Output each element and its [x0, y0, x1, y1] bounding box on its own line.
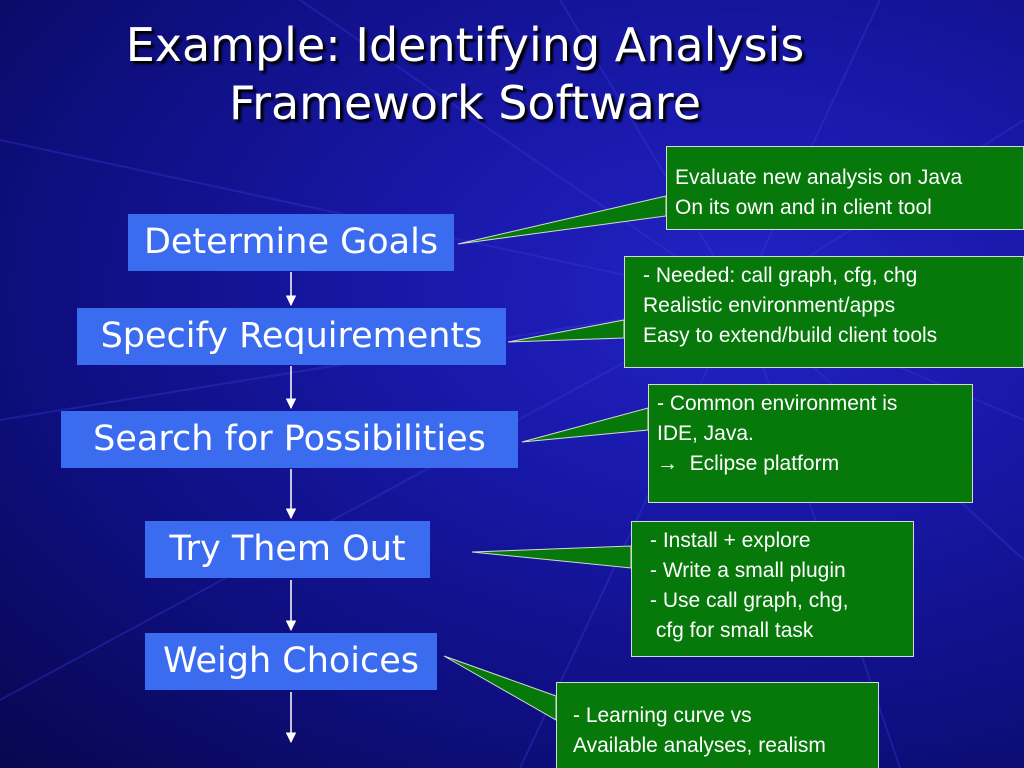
callout-try-out-line-2: - Write a small plugin: [650, 559, 846, 582]
callout-goals: Evaluate new analysis on Java On its own…: [666, 146, 1024, 230]
callout-try-out: - Install + explore - Write a small plug…: [631, 521, 914, 657]
step-search-for-possibilities: Search for Possibilities: [61, 411, 518, 468]
callout-requirements: - Needed: call graph, cfg, chg Realistic…: [624, 256, 1024, 368]
callout-possibilities-line-2: IDE, Java.: [657, 422, 754, 445]
title-line-2: Framework Software: [228, 76, 702, 130]
callout-possibilities-line-3: → Eclipse platform: [657, 452, 840, 475]
callout-possibilities: - Common environment is IDE, Java. → Ecl…: [648, 384, 973, 503]
callout-pointer-3: [521, 407, 649, 443]
callout-requirements-line-2: Realistic environment/apps: [643, 294, 896, 317]
callout-try-out-line-4: cfg for small task: [650, 619, 814, 642]
callout-weigh-choices-line-1: - Learning curve vs: [573, 704, 752, 727]
callout-weigh-choices-line-2: Available analyses, realism: [573, 734, 826, 757]
callout-pointer-1: [457, 195, 667, 245]
step-try-them-out: Try Them Out: [145, 521, 430, 578]
callout-weigh-choices: - Learning curve vs Available analyses, …: [556, 682, 879, 768]
slide-title: Example: Identifying Analysis Framework …: [0, 16, 930, 132]
callout-goals-line-1: Evaluate new analysis on Java: [675, 166, 963, 189]
callout-pointer-2: [507, 319, 625, 343]
callout-requirements-line-1: - Needed: call graph, cfg, chg: [643, 264, 918, 287]
step-weigh-choices: Weigh Choices: [145, 633, 437, 690]
callout-pointer-5: [443, 655, 557, 721]
callout-try-out-line-3: - Use call graph, chg,: [650, 589, 849, 612]
callout-possibilities-line-1: - Common environment is: [657, 392, 898, 415]
callout-try-out-line-1: - Install + explore: [650, 529, 811, 552]
callout-requirements-line-3: Easy to extend/build client tools: [643, 324, 938, 347]
callout-goals-line-2: On its own and in client tool: [675, 196, 932, 219]
title-line-1: Example: Identifying Analysis: [125, 18, 805, 72]
step-determine-goals: Determine Goals: [128, 214, 454, 271]
step-specify-requirements: Specify Requirements: [77, 308, 506, 365]
callout-pointer-4: [471, 545, 632, 569]
